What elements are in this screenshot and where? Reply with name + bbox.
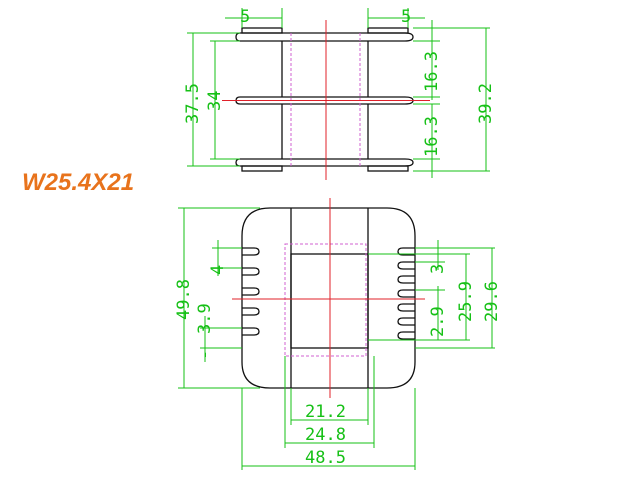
dim-front-height-49-8: 49.8 xyxy=(174,279,194,320)
dim-height-37-5: 37.5 xyxy=(183,83,203,124)
dim-height-34: 34 xyxy=(205,91,225,111)
dim-pin-3-9: 3.9 xyxy=(195,303,215,334)
dim-pin-3-9-dash: - xyxy=(195,350,215,360)
front-view-dimensions: 49.8 4 3.9 - 3 2.9 25.9 29.6 xyxy=(174,207,502,470)
hidden-outline xyxy=(284,243,367,357)
top-right-shoulder xyxy=(367,27,409,34)
dim-height-39-2: 39.2 xyxy=(476,83,496,124)
dim-top-right-5: 5 xyxy=(401,7,411,27)
left-pins xyxy=(242,247,260,336)
dim-top-left-5: 5 xyxy=(240,7,250,27)
dim-window-29-6: 29.6 xyxy=(482,281,502,322)
middle-flange xyxy=(235,96,414,105)
dim-bottom-24-8: 24.8 xyxy=(305,425,346,445)
bobbin-body xyxy=(241,207,416,389)
bottom-left-shoulder xyxy=(241,165,283,172)
right-pins xyxy=(397,247,415,340)
top-view xyxy=(222,20,430,180)
dim-pin-pitch-4: 4 xyxy=(208,265,228,275)
top-left-shoulder xyxy=(241,27,283,34)
dim-lower-16-3: 16.3 xyxy=(422,116,442,157)
dim-bottom-21-2: 21.2 xyxy=(305,402,346,422)
bottom-right-shoulder xyxy=(367,165,409,172)
dim-bottom-48-5: 48.5 xyxy=(305,448,346,468)
dim-pin-2-9: 2.9 xyxy=(428,306,448,337)
top-view-dimensions: 5 5 37.5 34 16.3 16.3 39.2 xyxy=(183,7,496,178)
dim-window-25-9: 25.9 xyxy=(456,281,476,322)
dim-pin-3: 3 xyxy=(428,264,448,274)
bottom-flange xyxy=(235,158,414,167)
dim-upper-16-3: 16.3 xyxy=(422,51,442,92)
top-flange xyxy=(235,32,414,42)
model-title: W25.4X21 xyxy=(22,169,134,196)
front-view xyxy=(232,198,425,398)
